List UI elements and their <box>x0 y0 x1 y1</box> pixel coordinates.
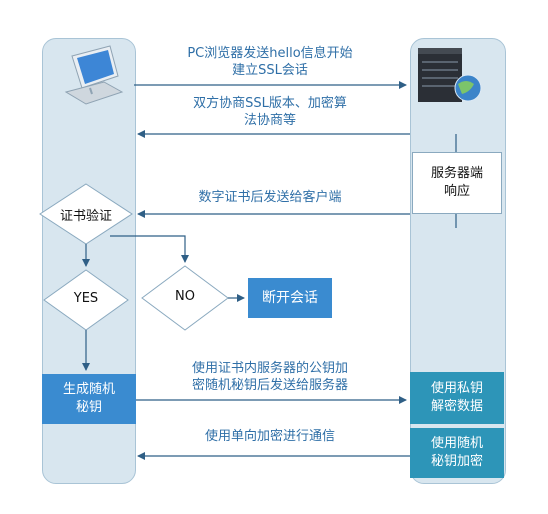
generate-key-line2: 秘钥 <box>75 400 102 415</box>
server-decrypt-line2: 解密数据 <box>430 399 483 414</box>
server-decrypt-box: 使用私钥 解密数据 <box>410 372 504 424</box>
generate-key-box: 生成随机 秘钥 <box>42 374 136 424</box>
arrow-verify-no <box>110 235 189 263</box>
message-certificate: 数字证书后发送给客户端 <box>150 189 390 206</box>
server-respond-line1: 服务器端 <box>430 166 483 181</box>
desktop-computer-icon <box>64 45 124 105</box>
server-encrypt-line2: 秘钥加密 <box>430 454 483 469</box>
server-globe-icon <box>418 48 482 102</box>
message-hello: PC浏览器发送hello信息开始 建立SSL会话 <box>150 45 390 79</box>
message-negotiate-line1: 双方协商SSL版本、加密算 <box>193 96 347 111</box>
message-hello-line2: 建立SSL会话 <box>232 63 308 78</box>
message-send-key-line2: 密随机秘钥后发送给服务器 <box>191 378 348 393</box>
message-hello-line1: PC浏览器发送hello信息开始 <box>187 46 353 61</box>
disconnect-box: 断开会话 <box>248 278 332 318</box>
server-encrypt-line1: 使用随机 <box>430 436 483 451</box>
generate-key-line1: 生成随机 <box>62 382 115 397</box>
verify-label: 证书验证 <box>59 209 112 224</box>
server-decrypt-line1: 使用私钥 <box>430 381 483 396</box>
message-send-key: 使用证书内服务器的公钥加 密随机秘钥后发送给服务器 <box>150 360 390 394</box>
server-respond-line2: 响应 <box>443 184 470 199</box>
server-encrypt-box: 使用随机 秘钥加密 <box>410 428 504 478</box>
message-one-way-comm: 使用单向加密进行通信 <box>150 428 390 445</box>
yes-label: YES <box>73 291 99 306</box>
message-certificate-line1: 数字证书后发送给客户端 <box>198 190 342 205</box>
no-label: NO <box>175 289 195 304</box>
no-diamond <box>141 265 229 331</box>
message-negotiate-line2: 法协商等 <box>243 113 296 128</box>
message-negotiate: 双方协商SSL版本、加密算 法协商等 <box>150 95 390 129</box>
message-send-key-line1: 使用证书内服务器的公钥加 <box>191 361 348 376</box>
server-respond-box: 服务器端 响应 <box>412 152 502 214</box>
message-one-way-comm-line1: 使用单向加密进行通信 <box>204 429 335 444</box>
